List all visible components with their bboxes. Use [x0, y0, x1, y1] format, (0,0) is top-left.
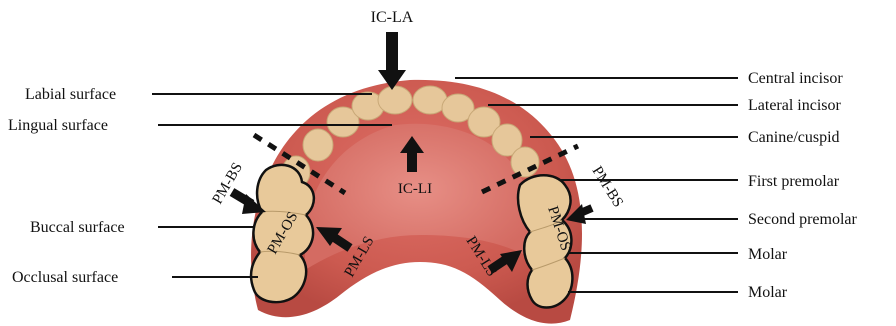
label-central-incisor: Central incisor	[748, 70, 843, 87]
label-lateral-incisor: Lateral incisor	[748, 97, 842, 114]
label-molar-1: Molar	[748, 246, 788, 263]
label-ic-li: IC-LI	[398, 181, 432, 197]
label-ic-la: IC-LA	[371, 9, 414, 26]
label-canine-cuspid: Canine/cuspid	[748, 129, 840, 146]
label-occlusal-surface: Occlusal surface	[12, 269, 118, 286]
label-first-premolar: First premolar	[748, 173, 840, 190]
label-molar-2: Molar	[748, 284, 788, 301]
label-pm-bs-right: PM-BS	[589, 164, 626, 211]
label-labial-surface: Labial surface	[25, 86, 116, 103]
label-buccal-surface: Buccal surface	[30, 219, 125, 236]
label-lingual-surface: Lingual surface	[8, 117, 108, 134]
label-second-premolar: Second premolar	[748, 211, 858, 228]
